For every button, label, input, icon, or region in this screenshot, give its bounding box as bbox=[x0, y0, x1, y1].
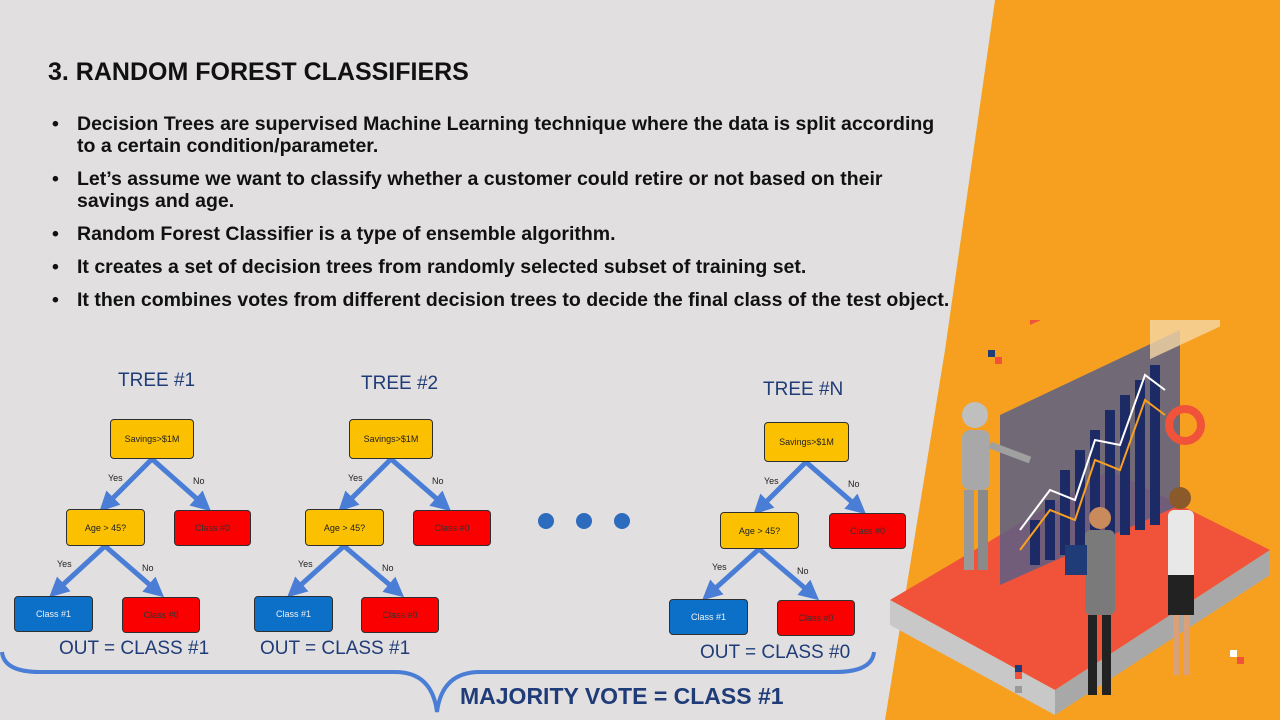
info-panel-orange bbox=[1030, 320, 1085, 326]
robot-analytics-illustration bbox=[890, 320, 1270, 715]
tree-n-class0-leaf: Class #0 bbox=[777, 600, 855, 636]
bullet-text: It creates a set of decision trees from … bbox=[77, 256, 807, 278]
ellipsis-dot bbox=[576, 513, 592, 529]
bullet-text: Decision Trees are supervised Machine Le… bbox=[77, 113, 935, 157]
tree-1-yes-label: Yes bbox=[108, 473, 123, 483]
bullet-marker: • bbox=[52, 289, 59, 311]
man-figure bbox=[1065, 507, 1115, 695]
donut-chart bbox=[1165, 405, 1205, 445]
tree-n-yes-label: Yes bbox=[764, 476, 779, 486]
tree-1-title: TREE #1 bbox=[118, 370, 196, 391]
tree-2-leaf-no-label: No bbox=[382, 563, 394, 573]
tree-1-class0-leaf: Class #0 bbox=[122, 597, 200, 633]
tree-n-leaf-no-label: No bbox=[797, 566, 809, 576]
ellipsis-dot bbox=[538, 513, 554, 529]
ellipsis-dot bbox=[614, 513, 630, 529]
chart-line-orange bbox=[1019, 398, 1166, 551]
more-trees-ellipsis bbox=[538, 513, 630, 529]
bullet-text: Let’s assume we want to classify whether… bbox=[77, 168, 883, 212]
tree-1-leaf-no-label: No bbox=[142, 563, 154, 573]
robot-figure bbox=[962, 402, 1032, 570]
slide-title: 3. RANDOM FOREST CLASSIFIERS bbox=[48, 58, 469, 86]
tree-2-leaf-yes-label: Yes bbox=[298, 559, 313, 569]
tree-2-output: OUT = CLASS #1 bbox=[260, 638, 411, 659]
tree-1-class0-node: Class #0 bbox=[174, 510, 251, 546]
bullet-item: • Random Forest Classifier is a type of e… bbox=[52, 223, 952, 245]
tree-1-root-node: Savings>$1M bbox=[110, 419, 194, 459]
bullet-text: Random Forest Classifier is a type of en… bbox=[77, 223, 616, 245]
bullet-marker: • bbox=[52, 256, 59, 278]
tree-2-no-label: No bbox=[432, 476, 444, 486]
bullet-marker: • bbox=[52, 223, 59, 245]
tree-2-yes-label: Yes bbox=[348, 473, 363, 483]
tree-1-leaf-yes-label: Yes bbox=[57, 559, 72, 569]
tree-1-age-node: Age > 45? bbox=[66, 509, 145, 546]
tree-2-title: TREE #2 bbox=[361, 373, 439, 394]
tree-n-leaf-yes-label: Yes bbox=[712, 562, 727, 572]
info-panel-light bbox=[1150, 320, 1220, 360]
tree-n-root-node: Savings>$1M bbox=[764, 422, 849, 462]
decorative-squares bbox=[988, 350, 1244, 693]
tree-n-title: TREE #N bbox=[763, 379, 844, 400]
tree-n-class0-node: Class #0 bbox=[829, 513, 906, 549]
bullet-marker: • bbox=[52, 113, 59, 135]
bullet-list: • Decision Trees are supervised Machine L… bbox=[52, 113, 952, 322]
tree-2-class0-node: Class #0 bbox=[413, 510, 491, 546]
woman-figure bbox=[1168, 487, 1194, 675]
bullet-item: • Decision Trees are supervised Machine L… bbox=[52, 113, 952, 157]
curly-brace bbox=[0, 651, 876, 713]
tree-1-no-label: No bbox=[193, 476, 205, 486]
tree-2-age-node: Age > 45? bbox=[305, 509, 384, 546]
bullet-marker: • bbox=[52, 168, 59, 190]
bullet-item: • Let’s assume we want to classify whethe… bbox=[52, 168, 952, 212]
tree-n-no-label: No bbox=[848, 479, 860, 489]
chart-bars bbox=[1030, 365, 1160, 565]
chart-line-white bbox=[1019, 373, 1166, 531]
tree-n-class1-leaf: Class #1 bbox=[669, 599, 748, 635]
tree-2-root-node: Savings>$1M bbox=[349, 419, 433, 459]
majority-vote-result: MAJORITY VOTE = CLASS #1 bbox=[460, 683, 784, 709]
bullet-item: • It creates a set of decision trees from… bbox=[52, 256, 952, 278]
tree-1-class1-leaf: Class #1 bbox=[14, 596, 93, 632]
tree-n-age-node: Age > 45? bbox=[720, 512, 799, 549]
tree-n-output: OUT = CLASS #0 bbox=[700, 642, 851, 663]
tree-2-class0-leaf: Class #0 bbox=[361, 597, 439, 633]
platform-side-left bbox=[890, 600, 1055, 715]
tree-2-class1-leaf: Class #1 bbox=[254, 596, 333, 632]
tree-1-output: OUT = CLASS #1 bbox=[59, 638, 210, 659]
bullet-item: • It then combines votes from different d… bbox=[52, 289, 952, 311]
bullet-text: It then combines votes from different de… bbox=[77, 289, 950, 311]
